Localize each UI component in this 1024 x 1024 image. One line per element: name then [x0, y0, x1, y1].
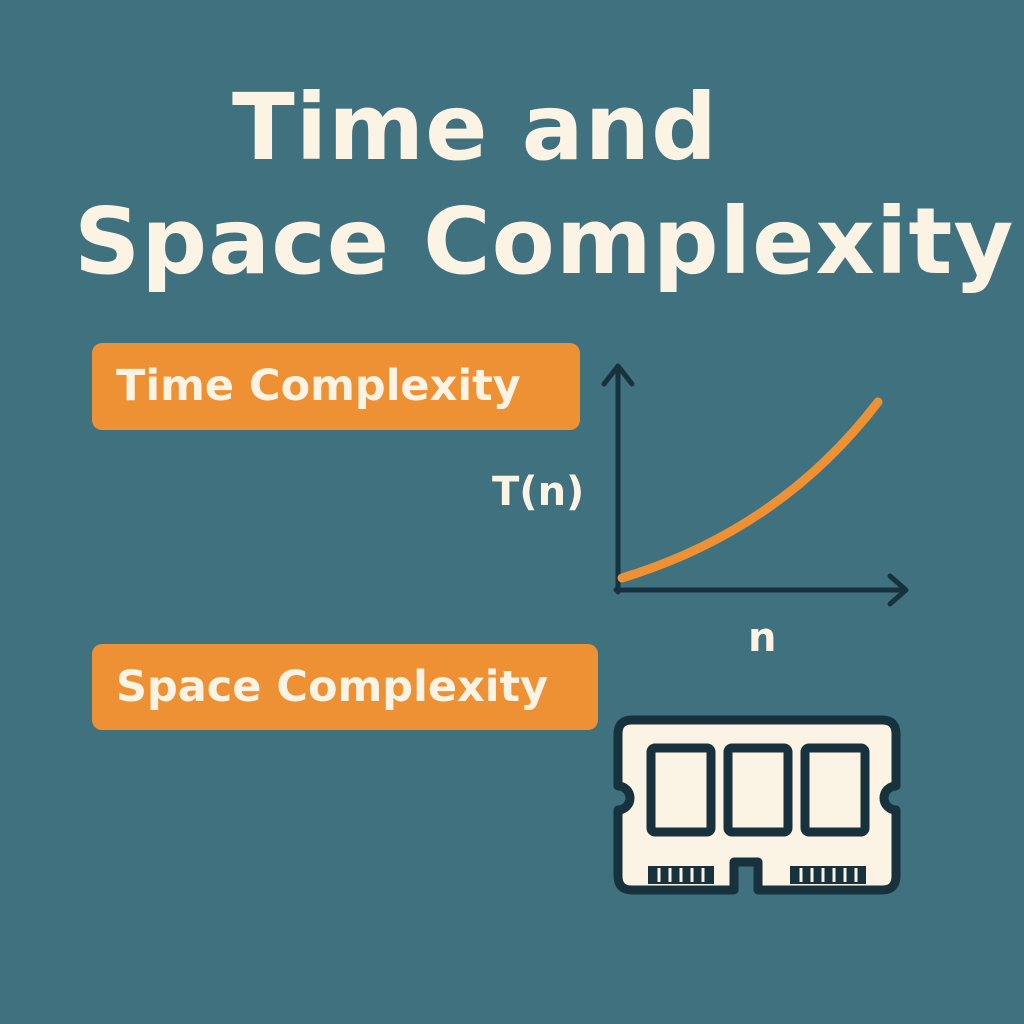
space-complexity-label: Space Complexity: [92, 644, 598, 730]
y-axis-label: T(n): [492, 469, 585, 515]
time-complexity-label: Time Complexity: [92, 343, 580, 430]
growth-curve-line: [617, 397, 883, 583]
x-axis-label: n: [748, 615, 777, 661]
memory-chip-1: [646, 743, 716, 837]
memory-chip-2: [723, 743, 793, 837]
title-line-2: Space Complexity: [74, 188, 1015, 295]
memory-board: [613, 715, 901, 895]
y-axis-arrow-icon: [601, 363, 635, 387]
memory-pins-right: [790, 866, 866, 884]
x-axis-arrow-icon: [887, 573, 909, 607]
time-complexity-text: Time Complexity: [116, 361, 521, 411]
memory-chip-3: [800, 743, 870, 837]
space-complexity-text: Space Complexity: [116, 661, 549, 712]
title-line-1: Time and: [232, 74, 719, 181]
